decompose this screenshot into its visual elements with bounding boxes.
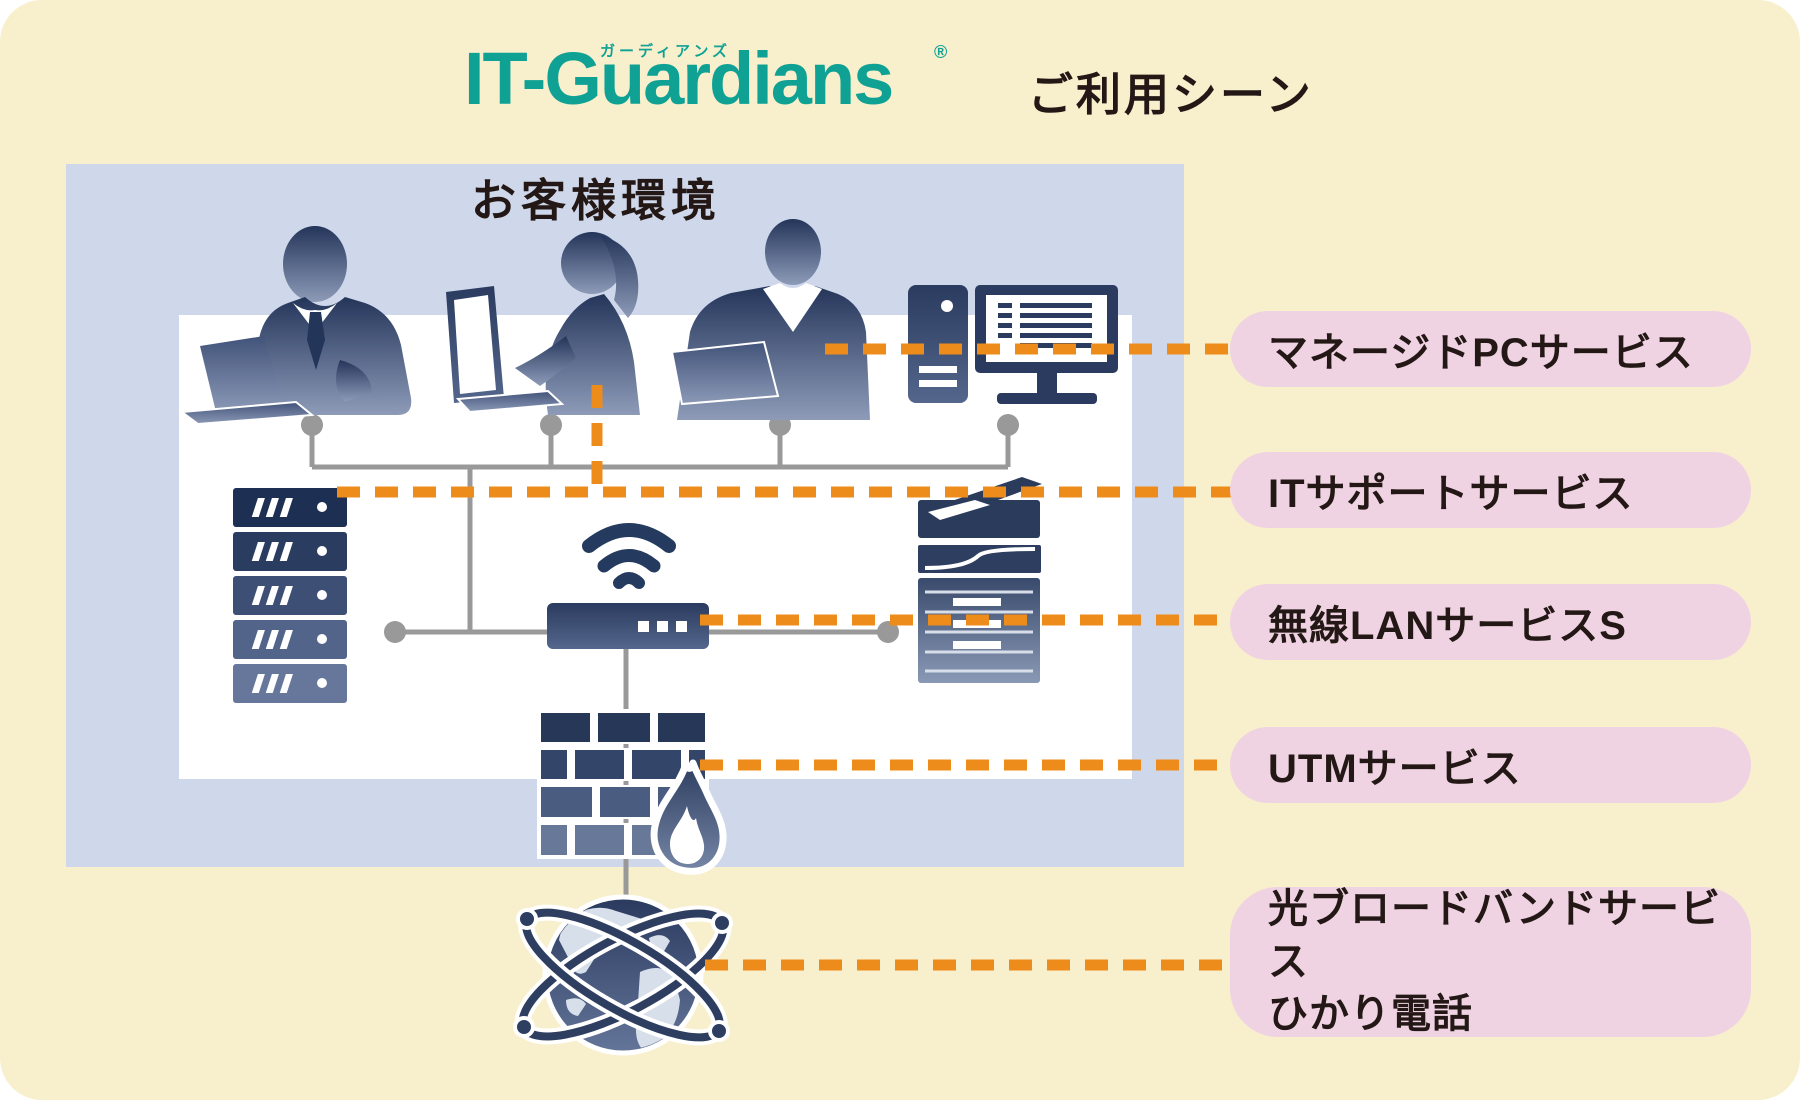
page-title: ご利用シーン [1028,69,1314,120]
registered-mark: ® [934,42,948,62]
flame-icon [650,759,727,875]
service-label: UTMサービス [1268,747,1522,791]
customer-environment-label: お客様環境 [470,175,721,226]
service-pill-it-support: ITサポートサービス [1230,452,1751,528]
service-label-line1: 光ブロードバンドサービス [1268,886,1721,984]
service-pill-wireless-lan: 無線LANサービスS [1230,584,1751,660]
brand-logo: IT-Guardians [464,37,894,120]
service-label: 無線LANサービスS [1268,604,1627,648]
service-label-line2: ひかり電話 [1268,992,1473,1037]
wifi-icon [582,523,676,589]
service-connector-dashes [337,343,1234,971]
wireless-router-icon [547,603,709,649]
brand-ruby-label: ガーディアンズ [600,43,732,60]
service-label: ITサポートサービス [1268,472,1634,516]
service-pill-utm: UTMサービス [1230,727,1751,803]
internet-globe-icon [513,894,733,1056]
server-rack-icon [233,488,347,703]
woman-laptop-icon [446,232,640,415]
businessman-laptop-icon [179,226,412,426]
service-pill-broadband: 光ブロードバンドサービス ひかり電話 [1230,887,1751,1037]
service-label: マネージドPCサービス [1268,331,1694,375]
desktop-tower-icon [908,285,968,403]
multifunction-printer-icon [918,477,1042,683]
staff-laptop-icon [670,219,870,420]
service-pill-managed-pc: マネージドPCサービス [1230,311,1751,387]
network-node-dots [301,414,1019,643]
